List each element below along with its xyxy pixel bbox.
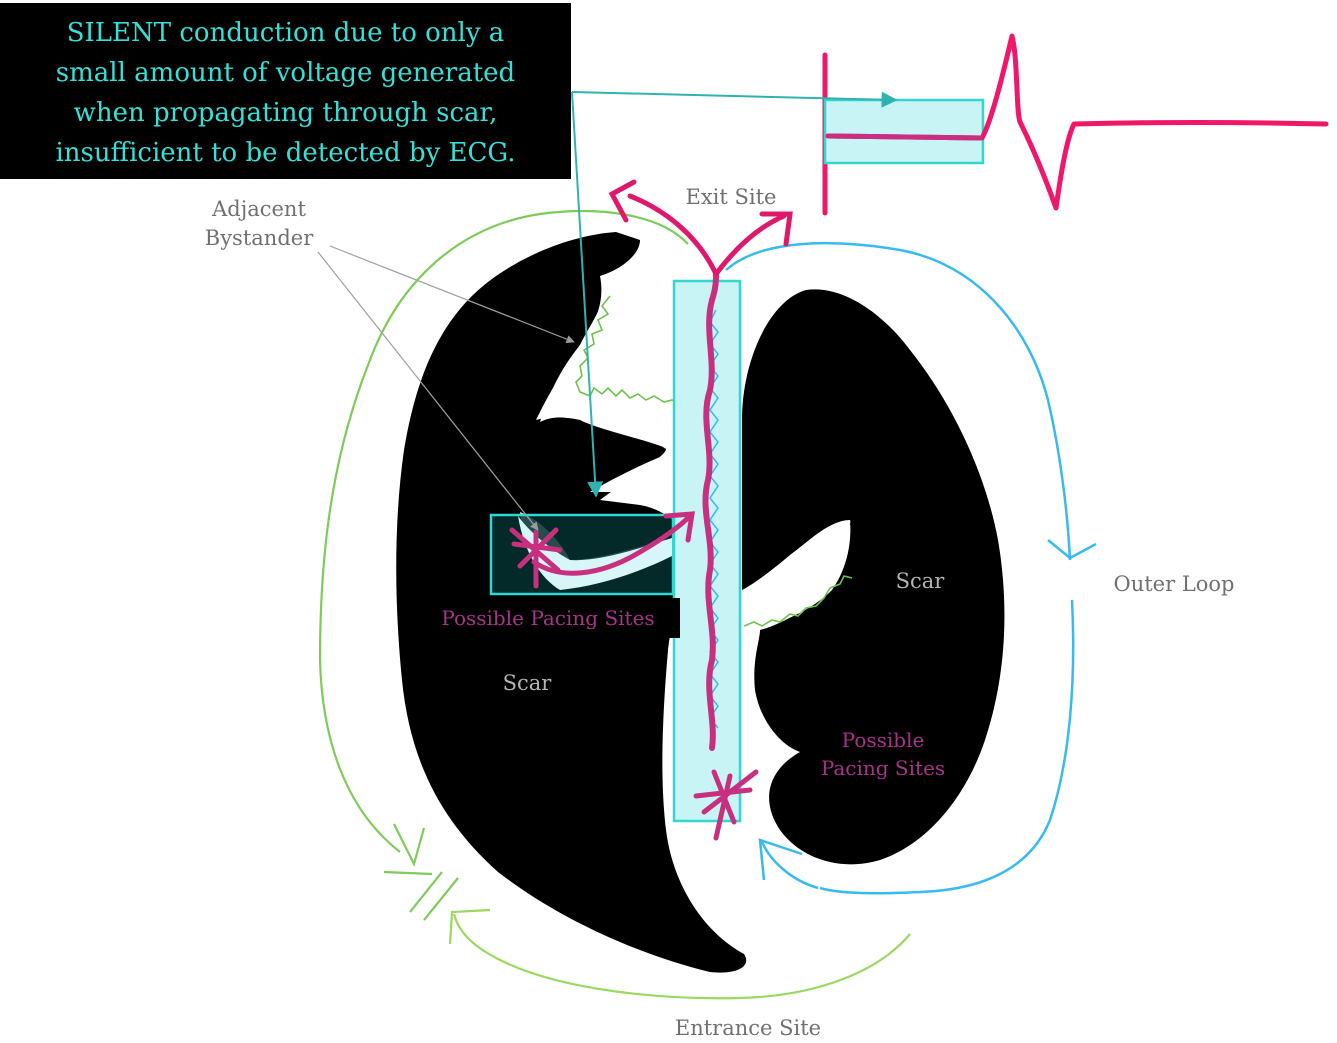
callout-connector-to-bystander [571, 91, 604, 498]
outer-loop-green [318, 209, 689, 853]
outer-loop-green-bottom [452, 913, 911, 1000]
bystander-channel-right [744, 520, 851, 632]
outer-loop-blue-arrowhead-bottom [758, 838, 803, 881]
propagation-exit-left [627, 193, 719, 277]
propagation-exit-left-head [608, 179, 637, 223]
entrance-break-marks [383, 870, 459, 921]
outer-loop-label: Outer Loop [1114, 572, 1235, 596]
callout-connector-to-ecg [571, 91, 898, 108]
ecg-silent-segment [827, 133, 983, 141]
bystander-pointer-upper [329, 245, 575, 344]
outer-loop-blue-tail [760, 841, 819, 890]
outer-loop-blue [725, 241, 1075, 895]
bystander-squiggle-right [743, 575, 853, 627]
bystander-channel [536, 272, 668, 492]
bystander-squiggle-upper [575, 295, 703, 413]
central-channel-box [672, 279, 742, 823]
scar-left-label: Scar [503, 671, 553, 695]
outer-loop-blue-arrowhead-right [1047, 539, 1097, 560]
bystander-propagation-arrowhead [663, 511, 695, 543]
adjacent-label: Adjacent [211, 197, 306, 221]
bystander-label: Bystander [205, 226, 314, 250]
scar-right-label: Scar [896, 569, 946, 593]
silent-conduction-callout: SILENT conduction due to only a small am… [0, 3, 571, 179]
propagation-exit-right-head [759, 211, 793, 247]
exit-site-label: Exit Site [686, 185, 777, 209]
outer-loop-green-arrowhead [393, 823, 426, 868]
outer-loop-green-arrowhead-bottom [448, 908, 491, 945]
scar-right [742, 289, 1005, 865]
pacing-left-label-bg [436, 598, 680, 638]
callout-line-4: insufficient to be detected by ECG. [55, 138, 516, 168]
pacing-star-bottom [693, 769, 759, 841]
pacing-left-label: Possible Pacing Sites [441, 606, 654, 630]
pacing-right-label-line2: Pacing Sites [821, 756, 945, 780]
ecg-silent-window [823, 98, 985, 165]
callout-line-3: when propagating through scar, [73, 98, 498, 128]
pacing-right-label-line1: Possible [842, 728, 925, 752]
callout-line-1: SILENT conduction due to only a [66, 18, 505, 48]
bystander-pointer-lower [317, 251, 539, 531]
pacing-star-left [509, 527, 563, 589]
channel-blue-squiggle [709, 309, 719, 729]
propagation-path [702, 271, 719, 751]
ecg-trace [825, 33, 1329, 211]
entrance-site-label: Entrance Site [675, 1016, 821, 1040]
callout-line-2: small amount of voltage generated [55, 58, 516, 88]
propagation-exit-right [713, 213, 787, 277]
